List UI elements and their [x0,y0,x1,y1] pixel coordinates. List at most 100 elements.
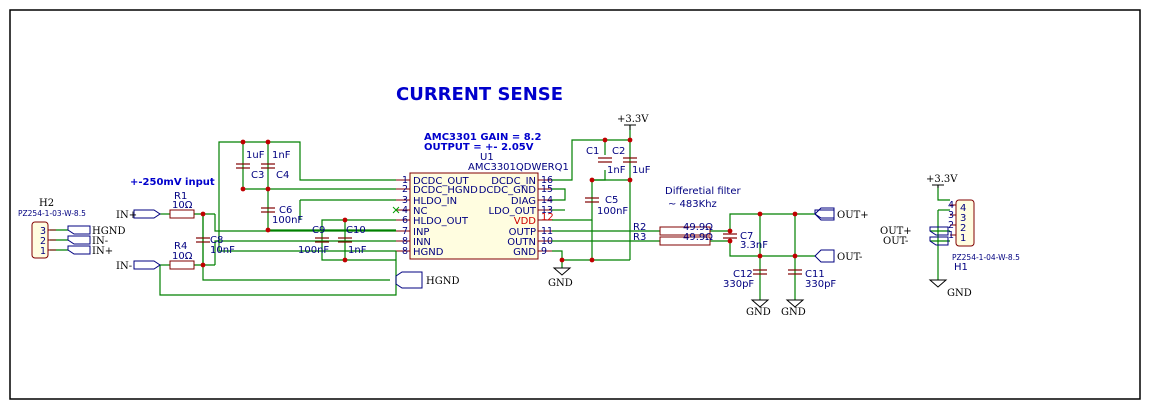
gnd-symbol-amc: GND [548,267,573,289]
resistor-r3[interactable]: R3 49.9Ω [633,232,713,246]
capacitor-c3[interactable]: C3 1uF [236,150,265,181]
capacitor-c4[interactable]: C4 1nF [261,150,291,181]
amc-pin-num: 12 [541,212,554,223]
h1-ref: H1 [954,262,968,273]
resistor-r2[interactable]: R2 49.9Ω [633,222,713,236]
gnd-label: GND [746,307,771,318]
capacitor-c8[interactable]: C8 10nF [196,235,235,256]
h1-pin: 4 [948,200,954,211]
amc-pin-num: 8 [402,236,408,247]
r1-ref: R1 [174,191,187,202]
c11-value: 330pF [805,279,836,290]
resistor-r1[interactable]: R1 10Ω [169,191,195,219]
amc-pin-name: INP [413,227,429,238]
gnd-symbol-c11: GND [781,299,806,318]
h2-pin: 3 [40,226,46,237]
capacitor-c9[interactable]: C9 100nF [298,225,329,256]
amc-pin-name: OUTP [509,227,536,238]
amc-pin-num: 16 [541,175,553,186]
h2-label-in-plus: IN+ [92,246,113,257]
filter-note-line2: ~ 483Khz [668,199,717,210]
h2-label-in-minus: IN- [92,236,108,247]
gnd-label: GND [548,278,573,289]
amc-pin-name: DIAG [511,196,536,207]
connector-h2[interactable]: H2 PZ254-1-03-W-8.5 3 2 1 HGND IN- IN+ [18,198,125,259]
h1-label-out-plus: OUT+ [880,226,912,237]
net-flag-out-minus[interactable]: OUT- [814,249,862,263]
h1-body-pin: 2 [960,223,966,234]
h2-part: PZ254-1-03-W-8.5 [18,209,86,218]
r2-value: 49.9Ω [683,222,713,233]
r3-ref: R3 [633,232,646,243]
amc-pin-name: GND [513,247,536,258]
out-minus-label: OUT- [837,252,862,263]
sheet-title: CURRENT SENSE [396,84,563,105]
gnd-symbol-h1: GND [928,279,972,299]
c8-ref: C8 [210,235,223,246]
filter-note-line1: Differetial filter [665,186,741,197]
c9-ref: C9 [312,225,325,236]
amc-left-pins: 1 2 3 4 6 7 8 8 DCDC_OUT DCDC_HGND HLDO_… [392,175,478,258]
c4-value: 1nF [272,150,291,161]
vcc-label: +3.3V [926,174,958,185]
capacitor-c11[interactable]: C11 330pF [788,269,836,290]
in-plus-label: IN+ [116,210,137,221]
capacitor-c7[interactable]: C7 3.3nF [723,231,768,251]
net-flag-in-plus[interactable]: IN+ [116,209,161,221]
amc-pin-name: DCDC_GND [479,185,537,196]
c6-ref: C6 [279,205,292,216]
net-flag-hgnd[interactable]: HGND [395,271,459,289]
c2-ref: C2 [612,146,625,157]
h2-ref: H2 [39,198,54,209]
amc3301-block[interactable]: AMC3301 GAIN = 8.2 OUTPUT = +- 2.05V U1 … [392,132,569,260]
capacitor-c10[interactable]: C10 1nF [338,225,367,256]
capacitor-c1[interactable]: C1 1nF [586,146,626,176]
amc-gain-note: AMC3301 GAIN = 8.2 [424,132,541,143]
c6-value: 100nF [272,215,303,226]
resistor-r4[interactable]: R4 10Ω [169,241,195,270]
c12-ref: C12 [733,269,753,280]
h1-body-pin: 3 [960,213,966,224]
amc-pin-num: 10 [541,236,553,247]
c3-value: 1uF [246,150,265,161]
amc-pin-num: 14 [541,195,553,206]
c12-value: 330pF [723,279,754,290]
c2-value: 1uF [632,165,651,176]
c1-ref: C1 [586,146,599,157]
connector-h1[interactable]: 4 3 2 1 4 3 2 1 OUT+ OUT- PZ254-1-04-W-8… [880,199,1020,273]
net-flag-in-minus[interactable]: IN- [116,260,161,272]
c5-ref: C5 [605,195,618,206]
net-flag-out-plus[interactable]: OUT+ [814,207,869,221]
amc-part: AMC3301QDWERQ1 [468,162,569,173]
amc-pin-name: DCDC_HGND [413,185,478,196]
amc-pin-num: 2 [402,184,408,195]
h1-pin: 1 [948,230,954,241]
r4-value: 10Ω [172,251,193,262]
capacitor-c6[interactable]: C6 100nF [261,205,303,226]
capacitor-c5[interactable]: C5 100nF [585,195,628,217]
junctions [200,137,798,268]
r2-ref: R2 [633,222,646,233]
amc-pin-name: HLDO_OUT [413,216,469,227]
r4-ref: R4 [174,241,187,252]
gnd-label: GND [781,307,806,318]
amc-body [409,172,539,260]
out-plus-label: OUT+ [837,210,869,221]
amc-pin-num: 11 [541,226,553,237]
c9-value: 100nF [298,245,329,256]
amc-pin-name: DCDC_OUT [413,176,470,187]
amc-right-pins: 16 15 14 13 12 11 10 9 DCDC_IN DCDC_GND … [479,175,554,258]
h1-body-pin: 1 [960,233,966,244]
amc-pin-num: 9 [541,246,547,257]
capacitor-c12[interactable]: C12 330pF [723,269,767,290]
amc-pin-name: INN [413,237,431,248]
r1-value: 10Ω [172,200,193,211]
amc-pin-name: OUTN [507,237,536,248]
capacitor-c2[interactable]: C2 1uF [612,146,651,176]
h2-pin: 2 [40,236,46,247]
h1-body-pin: 4 [960,203,966,214]
wires [50,125,950,300]
amc-pin-num: 4 [402,205,408,216]
gnd-label: GND [947,288,972,299]
hgnd-label: HGND [426,276,459,287]
